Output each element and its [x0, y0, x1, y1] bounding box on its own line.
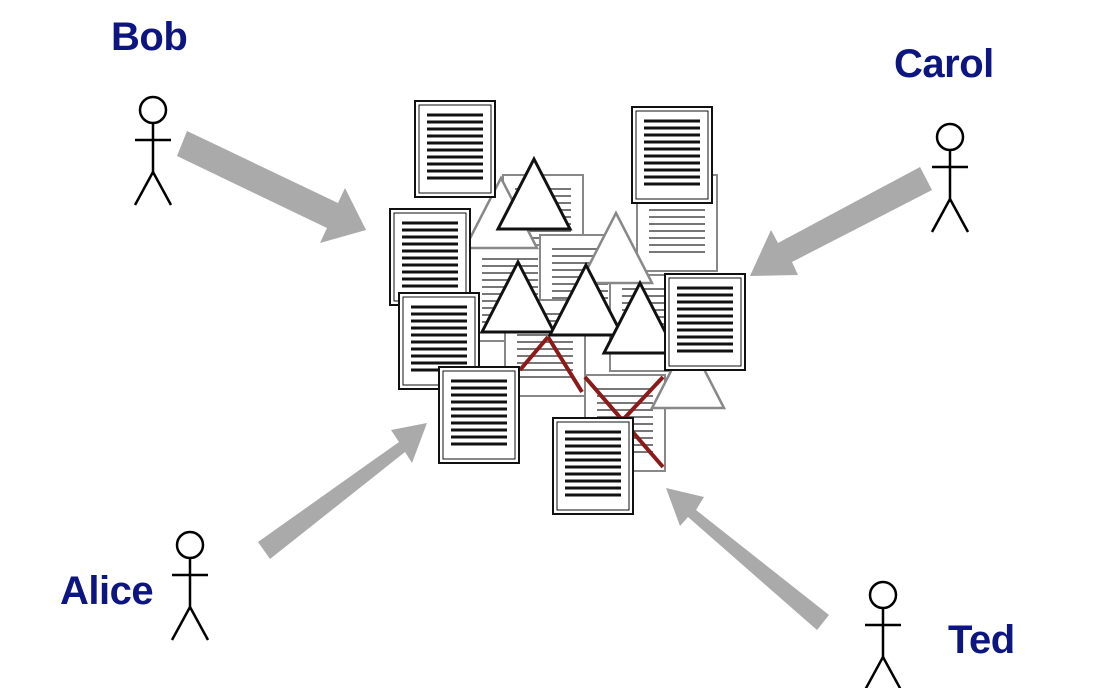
- document-icon: [551, 416, 635, 516]
- alice-arrow-icon: [258, 423, 427, 559]
- person-name-ted: Ted: [948, 618, 1015, 662]
- person-name-bob: Bob: [111, 15, 188, 59]
- person-name-carol: Carol: [894, 42, 994, 86]
- ted-stick-figure-icon: [863, 580, 903, 692]
- bob-arrow-icon: [177, 131, 366, 243]
- document-icon: [630, 105, 714, 205]
- ted-arrow-icon: [666, 488, 829, 630]
- carol-arrow-icon: [750, 167, 932, 276]
- alice-stick-figure-icon: [170, 530, 210, 642]
- document-icon: [437, 365, 521, 465]
- carol-stick-figure-icon: [930, 122, 970, 234]
- document-icon: [663, 272, 747, 372]
- person-name-alice: Alice: [60, 569, 154, 613]
- document-icon: [413, 99, 497, 199]
- bob-stick-figure-icon: [133, 95, 173, 207]
- document-icon: [388, 207, 472, 307]
